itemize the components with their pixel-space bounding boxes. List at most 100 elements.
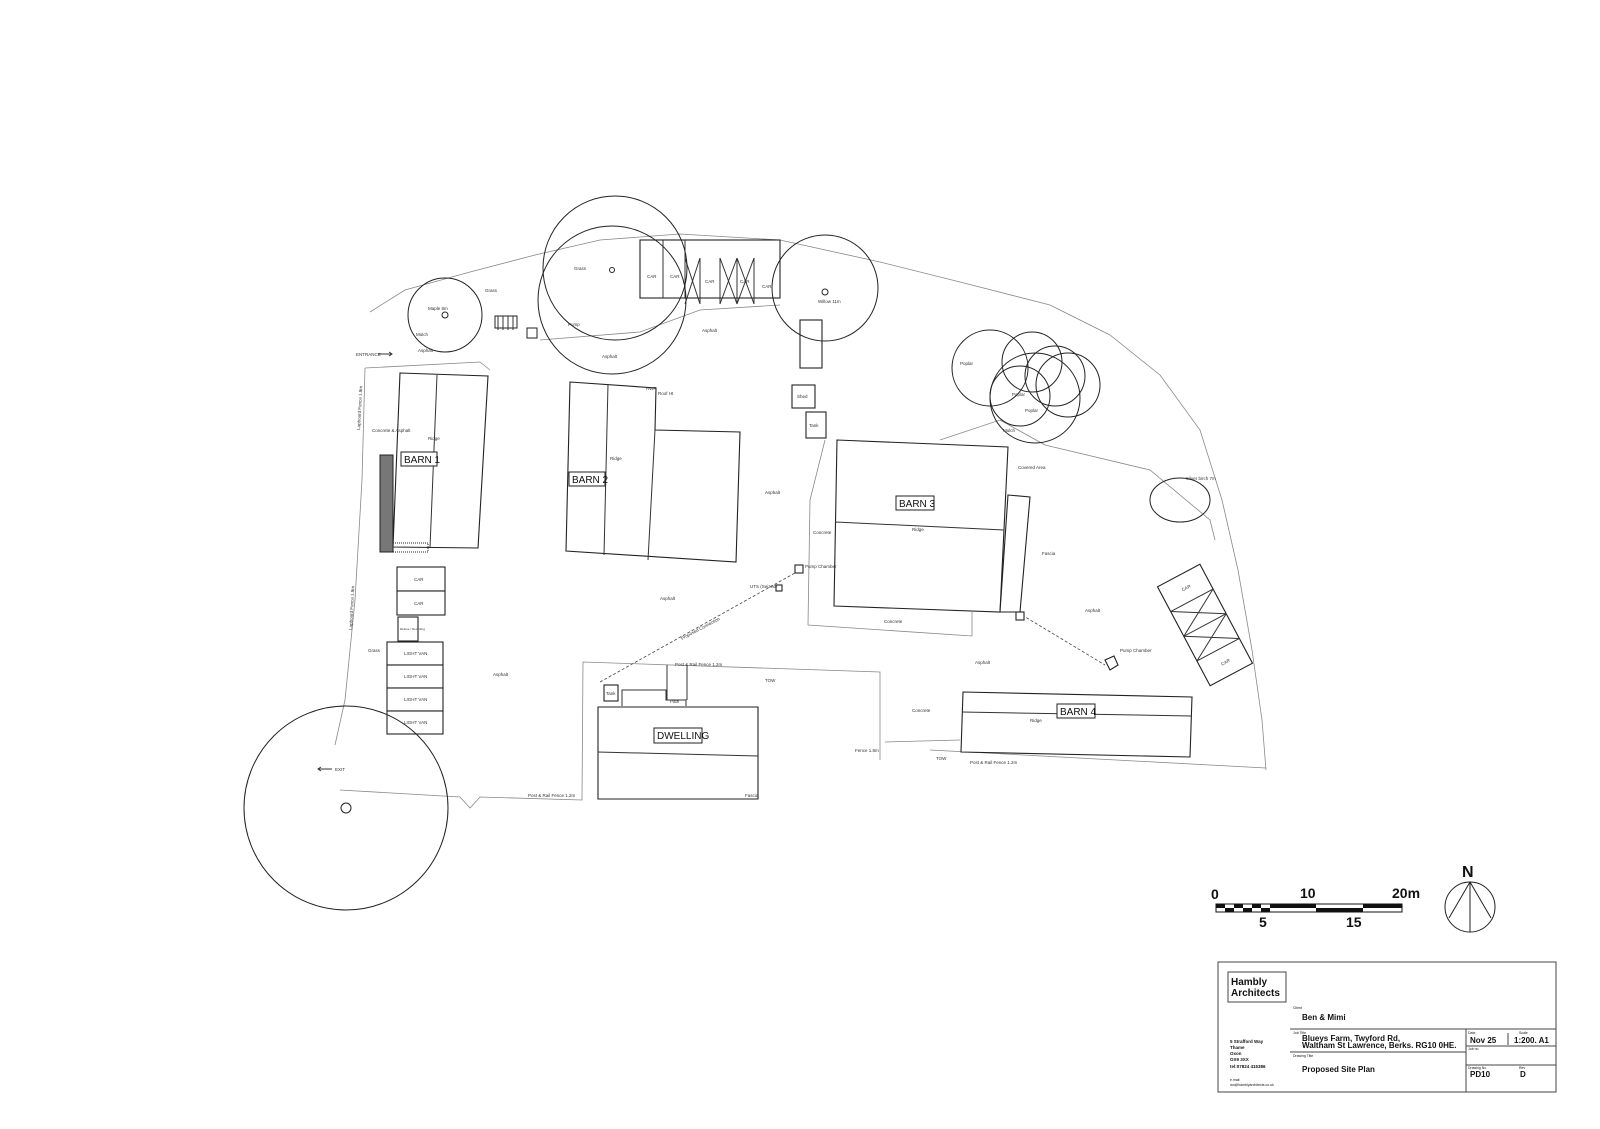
client-label: Client xyxy=(1293,1006,1302,1010)
exit-label: EXIT xyxy=(335,767,345,772)
asphalt-label: Asphalt xyxy=(602,354,618,359)
asphalt-label: Asphalt xyxy=(1085,608,1101,613)
tree-silver-birch xyxy=(1149,477,1211,523)
parking-left: CAR CAR Refuse / Recycling LIGHT VAN LIG… xyxy=(386,566,446,735)
tow-label: TOW xyxy=(936,756,947,761)
scale-label: Scale xyxy=(1519,1031,1528,1035)
scale-bar: 0 10 20m 5 15 xyxy=(1211,885,1420,930)
right-yard xyxy=(939,419,1216,541)
mulch-label: Mulch xyxy=(416,332,429,337)
car-label: CAR xyxy=(762,284,772,289)
barn3-ridge xyxy=(834,521,1005,531)
path-left xyxy=(364,361,491,371)
job-title-label: Job Title xyxy=(1293,1031,1306,1035)
rev: D xyxy=(1520,1070,1526,1079)
fence-label: Fence 1.8m xyxy=(855,748,879,753)
proposed-connection xyxy=(599,572,796,683)
parking-right: CAR CAR xyxy=(1156,563,1254,687)
tree-large xyxy=(243,705,449,911)
gate-bars xyxy=(497,316,514,330)
post-rail-label: Post & Rail Fence 1.2m xyxy=(970,760,1018,765)
grass-label: Grass xyxy=(485,288,498,293)
barn1-label: BARN 1 xyxy=(404,455,441,466)
path-label: Path xyxy=(670,699,680,704)
scale-label-20m: 20m xyxy=(1392,885,1420,901)
ridge-label: Ridge xyxy=(428,436,440,441)
drawing-no: PD10 xyxy=(1470,1070,1491,1079)
parking-top: CAR CAR CAR CAR CAR xyxy=(639,239,781,305)
firm-name-1: Hambly xyxy=(1231,977,1268,988)
barn3-label-box xyxy=(895,495,935,511)
client: Ben & Mimi xyxy=(1302,1013,1346,1022)
barn4-label: BARN 4 xyxy=(1060,707,1097,718)
pump-chamber-label: Pump Chamber xyxy=(805,564,837,569)
ridge-label: Ridge xyxy=(1030,718,1042,723)
car-label: CAR xyxy=(414,601,424,606)
car-label: CAR xyxy=(414,577,424,582)
fence-line xyxy=(884,739,961,743)
tree-poplar xyxy=(951,329,1029,407)
refuse-store xyxy=(397,616,419,642)
pump-box xyxy=(526,327,538,339)
concrete-label: Concrete xyxy=(912,708,931,713)
dwelling-label-box xyxy=(653,727,703,744)
boundary-bottom xyxy=(339,661,881,809)
fascia-label: Fascia xyxy=(1042,551,1056,556)
refuse-label: Refuse / Recycling xyxy=(400,627,425,631)
poplar-label: Poplar xyxy=(1025,408,1039,413)
job-title-line1: Blueys Farm, Twyford Rd, xyxy=(1302,1034,1400,1043)
storage-unit xyxy=(799,319,823,369)
email-label: e.mail: xyxy=(1230,1078,1240,1082)
roof-ht-label: Roof Ht xyxy=(658,391,674,396)
ridge-label: Ridge xyxy=(610,456,622,461)
shed-label: Shed xyxy=(797,394,808,399)
barn4-label-box xyxy=(1056,703,1096,719)
scale-label-0: 0 xyxy=(1211,886,1219,902)
silver-birch-label: Silver birch 7m xyxy=(1186,476,1216,481)
north-label: N xyxy=(1462,864,1474,881)
light-van-label: LIGHT VAN xyxy=(404,697,427,702)
light-van-space xyxy=(386,710,444,735)
barn3-label: BARN 3 xyxy=(899,499,936,510)
pump-chamber-2 xyxy=(1104,655,1119,671)
tree-maple xyxy=(407,277,483,353)
willow-label: Willow 11m xyxy=(818,299,841,304)
proposed-connection-2 xyxy=(1021,614,1106,666)
asphalt-label: Asphalt xyxy=(418,348,434,353)
address-phone: tel:07824 415386 xyxy=(1230,1064,1266,1069)
drawing-title-label: Drawing Title xyxy=(1293,1054,1313,1058)
tow-label: TOW xyxy=(765,678,776,683)
tree-poplar xyxy=(1024,345,1086,407)
address-line: OX9 3XX xyxy=(1230,1057,1249,1062)
rev-label: Rev xyxy=(1519,1066,1525,1070)
barn1-label-box xyxy=(400,451,438,467)
rwp-label: RWP xyxy=(646,386,656,391)
title-block: Hambly Architects 5 Strafford Way Thame … xyxy=(1217,961,1557,1093)
tank-label: Tank xyxy=(606,691,616,696)
firm-name-2: Architects xyxy=(1231,988,1280,999)
light-van-label: LIGHT VAN xyxy=(404,720,427,725)
scale-label-15: 15 xyxy=(1346,914,1362,930)
entrance-label: ENTRANCE xyxy=(356,352,381,357)
job-no-label: Job no xyxy=(1468,1047,1479,1051)
fence-left-label: Lapboard Fence 1.8m xyxy=(348,586,355,630)
barn1 xyxy=(392,372,489,549)
tree-canopy xyxy=(542,195,688,341)
proposed-connection-label: Proposed Connection xyxy=(680,616,721,641)
drawing-no-label: Drawing No xyxy=(1468,1066,1486,1070)
barn2-line-2 xyxy=(647,429,656,561)
car-label: CAR xyxy=(1220,657,1231,666)
uts-label: UTS (Seized) xyxy=(750,584,778,589)
grass-label: Grass xyxy=(368,648,381,653)
light-van-label: LIGHT VAN xyxy=(404,674,427,679)
barn2-label: BARN 2 xyxy=(572,475,609,486)
trees xyxy=(243,195,1211,911)
car-label: CAR xyxy=(647,274,657,279)
barn3-yard xyxy=(807,439,973,637)
tree-poplar xyxy=(1035,352,1101,418)
address-line: Oxon xyxy=(1230,1051,1242,1056)
covered-area-label: Covered Area xyxy=(1018,465,1046,470)
pump-chamber xyxy=(794,564,804,574)
mulch-label: Mulch xyxy=(1003,428,1016,433)
